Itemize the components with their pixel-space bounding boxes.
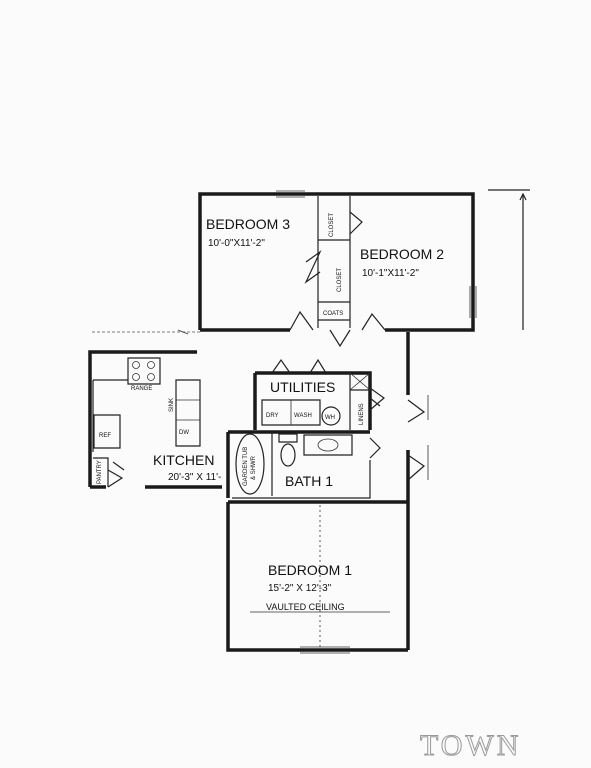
bedroom3-label: BEDROOM 3	[206, 216, 290, 232]
dryer-label: DRY	[266, 413, 279, 419]
bedroom1-label: BEDROOM 1	[268, 562, 352, 578]
bedroom3-size: 10'-0"X11'-2"	[208, 238, 265, 249]
pantry-label: PANTRY	[97, 460, 103, 484]
closet-label: CLOSET	[337, 268, 343, 292]
walls	[88, 190, 477, 654]
town-watermark: TOWN	[420, 729, 521, 762]
washer-label: WASH	[294, 413, 312, 419]
water-heater-label: WH	[325, 415, 335, 421]
dw-label: DW	[179, 430, 189, 436]
kitchen-size: 20'-3" X 11'-	[168, 472, 221, 483]
garden-tub-label: GARDEN TUB	[243, 447, 249, 486]
closet-label: CLOSET	[329, 213, 335, 237]
doors	[107, 211, 426, 488]
bedroom2-size: 10'-1"X11'-2"	[362, 268, 419, 279]
garden-tub-label: & SHWR	[251, 455, 257, 480]
kitchen-label: KITCHEN	[153, 452, 214, 468]
vaulted-ceiling-note: VAULTED CEILING	[266, 602, 345, 612]
coats-label: COATS	[323, 311, 343, 317]
linens-label: LINENS	[359, 403, 365, 425]
dimension-marker	[488, 189, 530, 330]
utilities-label: UTILITIES	[270, 379, 335, 395]
ref-label: REF	[99, 433, 111, 439]
bedroom1-size: 15'-2" X 12'-3"	[268, 583, 332, 594]
sink-label: SINK	[169, 398, 175, 412]
bath1-label: BATH 1	[285, 473, 333, 489]
range-label: RANGE	[131, 386, 152, 392]
bedroom2-label: BEDROOM 2	[360, 246, 444, 262]
